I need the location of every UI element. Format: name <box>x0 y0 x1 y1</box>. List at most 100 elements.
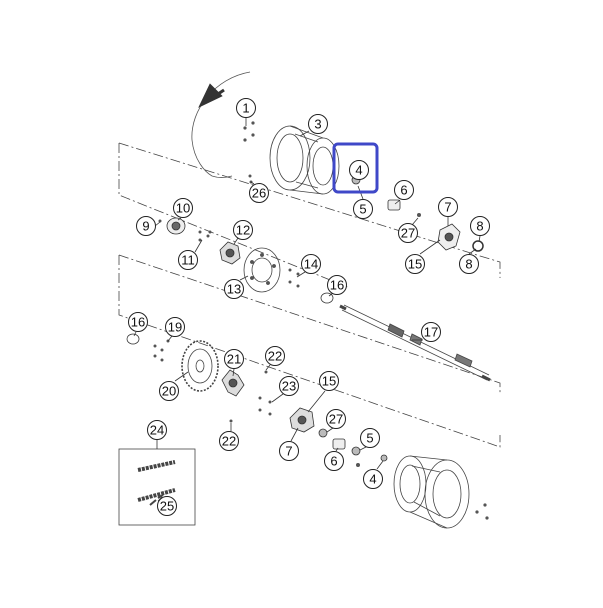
callout-c4b: 4 <box>363 460 384 489</box>
callout-number: 7 <box>285 444 292 459</box>
callout-number: 20 <box>162 384 176 399</box>
leader-line <box>265 364 271 371</box>
callout-circle <box>224 349 244 369</box>
callout-circle <box>136 216 156 236</box>
callout-number: 22 <box>222 434 236 449</box>
callout-number: 4 <box>369 472 376 487</box>
callout-number: 23 <box>282 379 296 394</box>
callout-c21: 21 <box>224 349 244 377</box>
callout-circle <box>265 346 285 366</box>
callout-number: 10 <box>176 201 190 216</box>
callout-number: 22 <box>268 349 282 364</box>
leader-line <box>133 331 137 337</box>
callout-circle <box>178 250 198 270</box>
callout-number: 12 <box>236 223 250 238</box>
bearing-carrier <box>166 217 186 235</box>
leader-line <box>296 271 306 278</box>
rear-axle <box>339 304 491 382</box>
callout-number: 8 <box>465 257 472 272</box>
callout-number: 6 <box>330 454 337 469</box>
callout-c11: 11 <box>178 239 203 270</box>
brake-disc <box>243 247 281 293</box>
callout-circle <box>308 114 328 134</box>
callout-circle <box>128 312 148 332</box>
callout-circle <box>353 199 373 219</box>
callout-number: 15 <box>408 257 422 272</box>
callout-circle <box>349 160 369 180</box>
callout-c5a: 5 <box>353 185 373 219</box>
leader-line <box>271 393 284 403</box>
fasteners <box>153 121 489 520</box>
callout-c3: 3 <box>299 114 328 137</box>
callout-number: 5 <box>359 202 366 217</box>
callout-c8a: 8 <box>470 216 490 243</box>
leader-line <box>299 130 310 137</box>
callout-number: 19 <box>168 320 182 335</box>
wheel-hub-top <box>437 223 461 251</box>
callout-c14: 14 <box>296 254 321 278</box>
callout-number: 16 <box>330 278 344 293</box>
rear-sprocket <box>181 340 219 392</box>
callout-number: 5 <box>366 431 373 446</box>
callout-circle <box>438 197 458 217</box>
callout-circle <box>224 279 244 299</box>
leader-line <box>174 371 189 382</box>
callout-circle <box>301 254 321 274</box>
callout-circle <box>398 223 418 243</box>
callout-number: 26 <box>252 186 266 201</box>
callout-c4: 4 <box>349 160 369 180</box>
callout-number: 3 <box>314 117 321 132</box>
callout-c22a: 22 <box>265 346 285 371</box>
callout-number: 14 <box>304 257 318 272</box>
callout-c5b: 5 <box>359 428 380 451</box>
leader-line <box>419 239 441 255</box>
callout-c7a: 7 <box>438 197 458 226</box>
callout-circle <box>279 376 299 396</box>
callout-circle <box>236 98 256 118</box>
chain-box <box>118 448 196 526</box>
leader-line <box>232 368 235 377</box>
callout-circle <box>326 409 346 429</box>
callout-c23: 23 <box>271 376 299 403</box>
highlight-box[interactable] <box>332 142 379 194</box>
callout-number: 13 <box>227 282 241 297</box>
leader-line <box>394 199 401 205</box>
callout-c27b: 27 <box>398 217 419 243</box>
callout-circle <box>173 198 193 218</box>
callout-c16b: 16 <box>128 312 148 337</box>
callout-c8b: 8 <box>459 248 479 274</box>
callout-c16a: 16 <box>327 275 347 297</box>
callout-number: 7 <box>444 200 451 215</box>
leader-line <box>335 447 339 452</box>
callout-c7b: 7 <box>279 427 299 461</box>
leader-line <box>478 235 481 243</box>
leader-line <box>326 427 334 433</box>
assembly-guide-lines <box>118 142 501 448</box>
callout-c27a: 27 <box>326 409 346 433</box>
callout-c19: 19 <box>165 317 185 342</box>
callout-c10: 10 <box>173 198 193 221</box>
callout-c15b: 15 <box>307 371 339 413</box>
callout-number: 6 <box>400 183 407 198</box>
callout-number: 17 <box>424 325 438 340</box>
callout-c13: 13 <box>224 275 249 299</box>
callout-circle <box>363 469 383 489</box>
callout-c6a: 6 <box>394 180 414 205</box>
callout-circle <box>233 220 253 240</box>
leader-line <box>177 217 182 221</box>
sprocket-hub <box>221 369 245 397</box>
callout-c1: 1 <box>236 98 256 126</box>
callout-c9: 9 <box>136 216 161 236</box>
brake-hub <box>219 241 241 265</box>
leader-line <box>376 460 384 470</box>
callout-circle <box>459 254 479 274</box>
callout-c17: 17 <box>412 322 441 342</box>
callout-number: 16 <box>131 315 145 330</box>
callout-circle <box>405 254 425 274</box>
callout-c12: 12 <box>233 220 253 245</box>
leader-line <box>359 446 367 451</box>
callout-c26: 26 <box>249 181 269 203</box>
leader-line <box>167 335 173 342</box>
